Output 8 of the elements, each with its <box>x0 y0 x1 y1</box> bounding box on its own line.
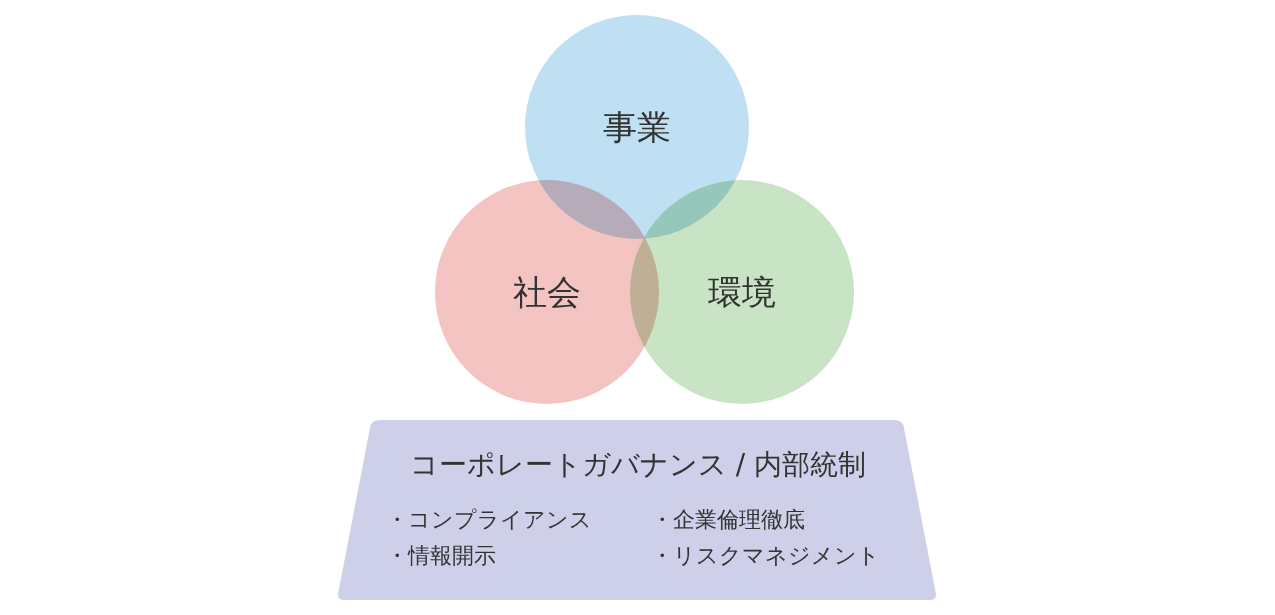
bullet-item: ・リスクマネジメント <box>651 542 880 570</box>
panel-heading: コーポレートガバナンス / 内部統制 <box>409 448 867 482</box>
bullet-item: ・情報開示 <box>386 542 496 570</box>
circle-label: 事業 <box>602 110 672 144</box>
bullet-item: ・コンプライアンス <box>386 506 592 534</box>
circle-label: 社会 <box>512 275 582 309</box>
bullet-item: ・企業倫理徹底 <box>651 506 805 534</box>
circle-label: 環境 <box>707 275 777 309</box>
